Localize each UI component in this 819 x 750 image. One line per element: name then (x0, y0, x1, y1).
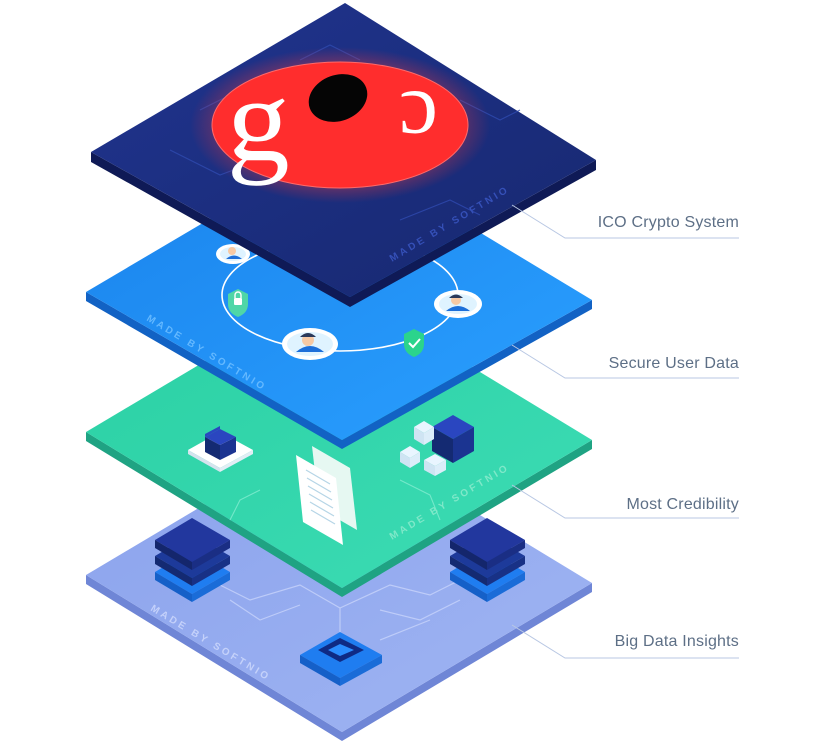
user-avatar-icon (216, 244, 250, 264)
server-stack-left (155, 518, 230, 602)
callout-line-1 (511, 204, 739, 239)
callout-lines (511, 204, 739, 659)
documents-icon (296, 446, 357, 545)
circuit-lines (229, 479, 441, 521)
logo-letter-c: c (399, 72, 438, 169)
blocks-cluster-icon (400, 415, 474, 476)
server-stack-right (450, 518, 525, 602)
lock-shield-icon (228, 289, 248, 317)
callout-line-4 (511, 624, 739, 659)
label-big-data-insights: Big Data Insights (614, 633, 739, 650)
label-most-credibility: Most Credibility (626, 496, 739, 513)
user-avatar-icon (434, 290, 482, 318)
callout-line-3 (511, 484, 739, 519)
layer-ico-crypto: MADE BY SOFTNIO g c (91, 3, 596, 307)
cube-tile-icon (188, 426, 253, 472)
label-secure-user-data: Secure User Data (608, 355, 739, 372)
logo-letter-g: g (227, 53, 290, 187)
user-avatar-icon (282, 328, 338, 360)
label-ico-crypto-system: ICO Crypto System (597, 214, 739, 231)
logo-badge: g c (190, 47, 490, 203)
logo-dot (308, 74, 368, 122)
check-shield-icon (404, 329, 424, 357)
callout-line-2 (511, 344, 739, 379)
cpu-chip-icon (300, 632, 382, 686)
